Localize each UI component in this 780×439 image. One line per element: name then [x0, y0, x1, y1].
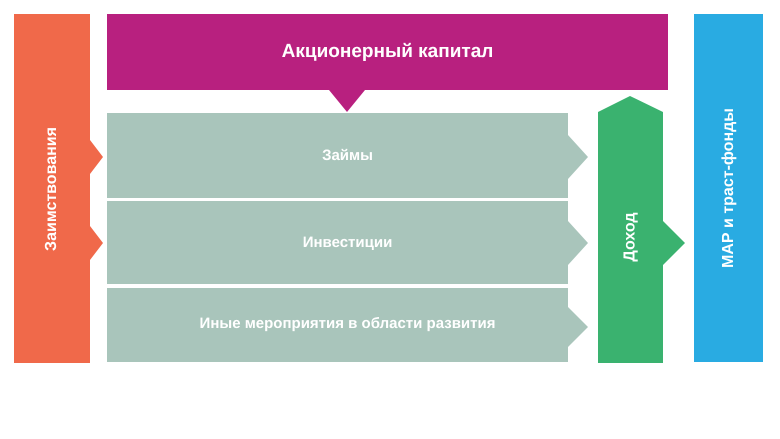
equity-shape[interactable]	[107, 14, 668, 112]
income-shape[interactable]	[598, 96, 685, 363]
loans-shape[interactable]	[107, 113, 588, 198]
other-development-shape[interactable]	[107, 288, 588, 362]
investments-shape[interactable]	[107, 201, 588, 284]
ida-trust-funds-shape[interactable]	[694, 14, 763, 362]
borrowings-shape[interactable]	[14, 14, 103, 363]
